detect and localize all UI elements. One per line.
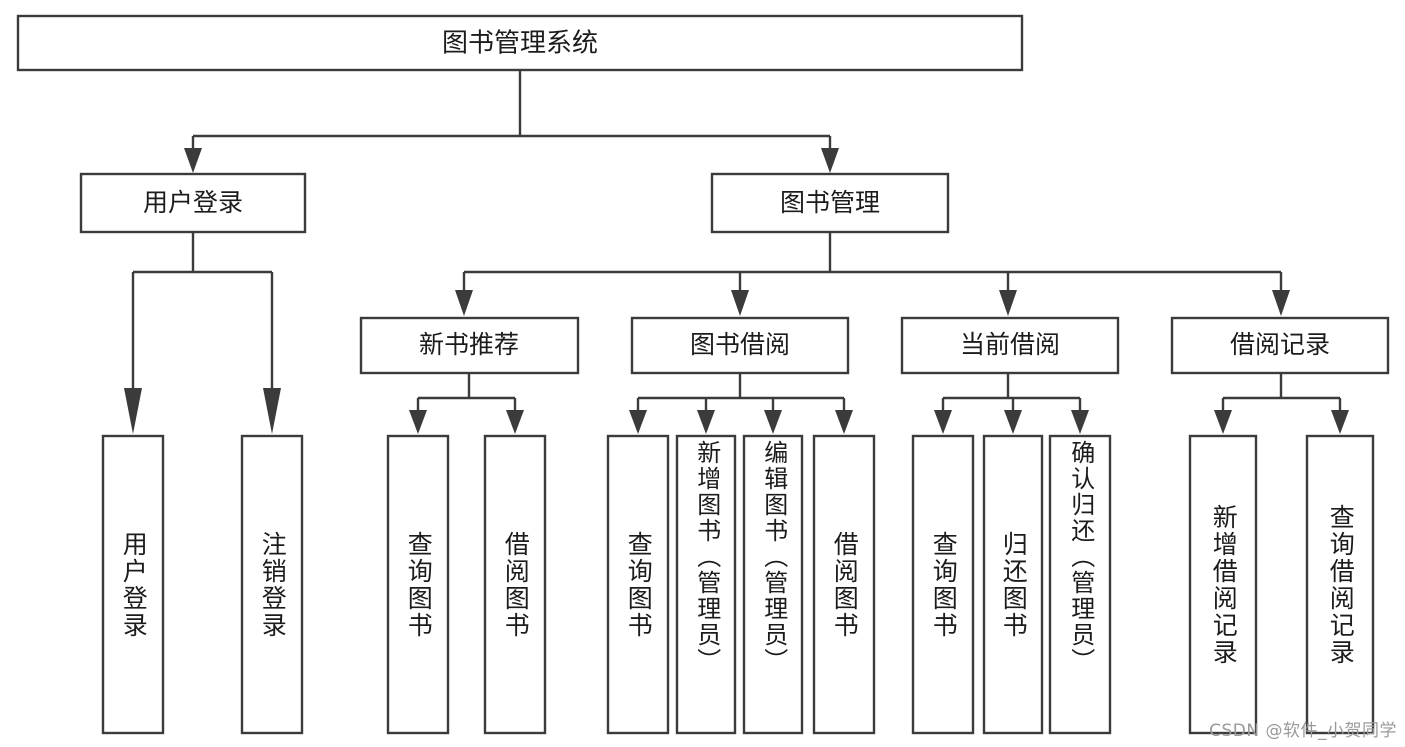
leaf-box-borrow-borrow-book[interactable]	[812, 434, 876, 735]
arrowhead-current-leaf2	[1004, 410, 1022, 434]
arrowhead-leaf-user-login	[124, 388, 142, 434]
leaf-box-recommend-query-book[interactable]	[386, 434, 450, 735]
arrowhead-current-borrow	[999, 290, 1017, 316]
leaf-box-borrow-edit-book[interactable]	[742, 434, 804, 735]
leaf-box-recommend-borrow-book[interactable]	[483, 434, 547, 735]
node-book-borrow-box[interactable]	[630, 316, 850, 375]
node-borrow-record-box[interactable]	[1170, 316, 1390, 375]
node-user-login-box[interactable]	[79, 172, 307, 234]
arrowhead-recommend-leaf2	[506, 410, 524, 434]
node-book-manage-box[interactable]	[710, 172, 950, 234]
node-book-manage-label: 图书管理	[780, 188, 880, 217]
arrowhead-borrow-leaf3	[764, 410, 782, 434]
leaf-box-borrow-query-book[interactable]	[606, 434, 670, 735]
leaf-box-borrow-add-book[interactable]	[675, 434, 737, 735]
arrowhead-book-borrow	[731, 290, 749, 316]
arrowhead-borrow-leaf1	[629, 410, 647, 434]
leaf-box-current-confirm-return[interactable]	[1048, 434, 1112, 735]
leaf-box-record-query[interactable]	[1305, 434, 1375, 735]
node-root-box[interactable]	[16, 14, 1024, 72]
nodes-group: 图书管理系统 用户登录 图书管理 新书推荐 图书借阅 当前借阅 借阅记录	[16, 14, 1390, 735]
node-new-book-recommend-label: 新书推荐	[419, 330, 519, 359]
arrowhead-record-leaf1	[1214, 410, 1232, 434]
leaf-box-user-login[interactable]	[101, 434, 165, 735]
arrowhead-current-leaf3	[1071, 410, 1089, 434]
node-current-borrow-box[interactable]	[900, 316, 1120, 375]
arrowhead-book-manage	[821, 148, 839, 173]
node-root-label: 图书管理系统	[442, 29, 598, 59]
node-current-borrow-label: 当前借阅	[960, 330, 1060, 359]
connectors-group	[124, 70, 1349, 434]
watermark-text: CSDN @软件_小贺同学	[1209, 721, 1397, 741]
node-borrow-record-label: 借阅记录	[1230, 330, 1330, 359]
arrowhead-current-leaf1	[934, 410, 952, 434]
arrowhead-leaf-logout	[263, 388, 281, 434]
arrowhead-borrow-leaf2	[697, 410, 715, 434]
node-new-book-recommend-box[interactable]	[359, 316, 580, 375]
leaf-box-current-return-book[interactable]	[982, 434, 1044, 735]
node-user-login-label: 用户登录	[143, 188, 243, 217]
arrowhead-borrow-record	[1272, 290, 1290, 316]
arrowhead-record-leaf2	[1331, 410, 1349, 434]
arrowhead-recommend-leaf1	[409, 410, 427, 434]
leaf-box-current-query-book[interactable]	[911, 434, 975, 735]
leaf-box-record-add[interactable]	[1188, 434, 1258, 735]
arrowhead-new-book-recommend	[455, 290, 473, 316]
node-book-borrow-label: 图书借阅	[690, 330, 790, 359]
leaf-box-logout[interactable]	[240, 434, 304, 735]
arrowhead-user-login	[184, 148, 202, 173]
arrowhead-borrow-leaf4	[835, 410, 853, 434]
